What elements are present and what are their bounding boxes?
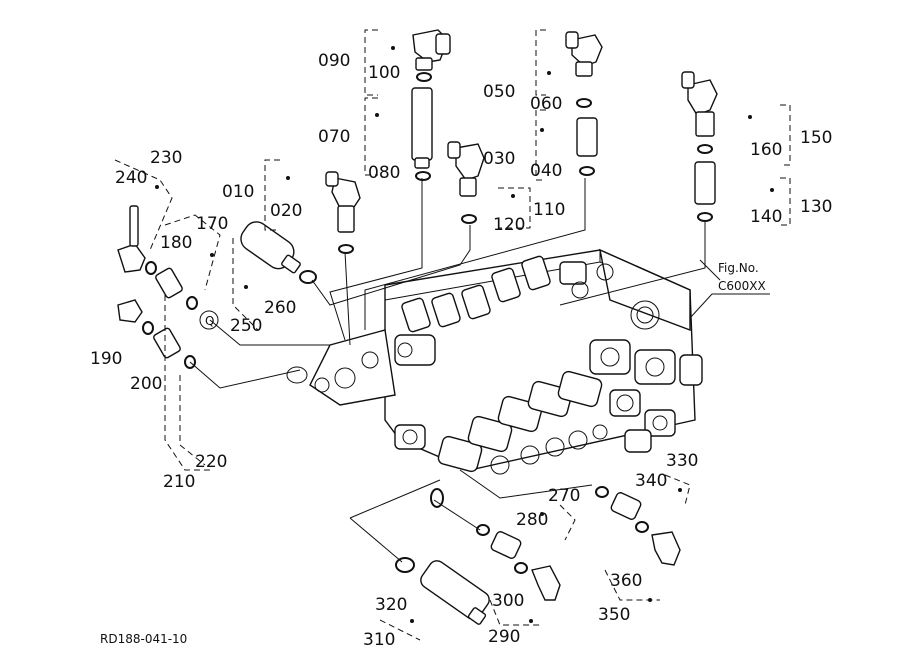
label-060: 060 <box>530 94 562 114</box>
o-ring-260 <box>299 270 317 284</box>
label-140: 140 <box>750 207 782 227</box>
o-ring-280 <box>476 524 490 536</box>
elbow-fitting-050 <box>547 31 603 77</box>
elbow-fitting-010 <box>286 171 361 233</box>
o-ring-300 <box>514 562 528 574</box>
label-320: 320 <box>375 595 407 615</box>
label-350: 350 <box>598 605 630 625</box>
reference-circle <box>199 310 219 330</box>
label-070: 070 <box>318 127 350 147</box>
label-250: 250 <box>230 316 262 336</box>
left-end-plate <box>286 329 436 450</box>
control-valve-body <box>286 248 703 475</box>
label-120: 120 <box>493 215 525 235</box>
o-ring-100 <box>416 72 432 82</box>
label-150: 150 <box>800 128 832 148</box>
label-080: 080 <box>368 163 400 183</box>
label-170: 170 <box>196 214 228 234</box>
adapter-130-body <box>694 161 774 205</box>
bottom-port-seal <box>430 488 444 508</box>
fitting-190 <box>117 299 143 323</box>
relief-valve-250 <box>240 221 301 289</box>
long-adapter-070 <box>375 87 433 169</box>
label-260: 260 <box>264 298 296 318</box>
o-ring-220 <box>184 355 196 369</box>
adapter-040-body <box>540 117 598 157</box>
label-210: 210 <box>163 472 195 492</box>
o-ring-340 <box>595 486 609 498</box>
label-220: 220 <box>195 452 227 472</box>
lower-spool-caps <box>437 370 608 475</box>
drawing-code: RD188-041-10 <box>100 632 187 646</box>
o-ring-080 <box>415 171 431 181</box>
elbow-fitting-240 <box>117 185 159 273</box>
leader-lines <box>189 178 721 563</box>
part-labels: 090 100 070 080 050 060 030 040 110 120 … <box>90 51 832 650</box>
label-340: 340 <box>635 471 667 491</box>
elbow-fitting-350 <box>648 531 681 602</box>
adapter-180 <box>155 253 214 299</box>
label-230: 230 <box>150 148 182 168</box>
label-290: 290 <box>488 627 520 647</box>
fig-no-value: C600XX <box>718 279 766 293</box>
o-ring-160 <box>697 144 713 154</box>
label-100: 100 <box>368 63 400 83</box>
elbow-fitting-290 <box>529 565 561 623</box>
o-ring-360 <box>635 521 649 533</box>
label-190: 190 <box>90 349 122 369</box>
label-180: 180 <box>160 233 192 253</box>
label-030: 030 <box>483 149 515 169</box>
o-ring-320 <box>395 557 415 573</box>
long-adapter-310 <box>410 560 490 625</box>
label-160: 160 <box>750 140 782 160</box>
o-ring-060 <box>576 98 592 108</box>
adapter-270 <box>490 512 544 559</box>
o-ring-230 <box>145 261 157 275</box>
adapter-210 <box>153 327 181 359</box>
o-ring-140 <box>697 212 713 222</box>
o-ring-040 <box>579 166 595 176</box>
o-ring-020 <box>338 244 354 254</box>
label-040: 040 <box>530 161 562 181</box>
elbow-fitting-150 <box>681 71 752 137</box>
fig-no-label: Fig.No. <box>718 261 759 275</box>
label-310: 310 <box>363 630 395 650</box>
side-spool-ends <box>589 339 703 453</box>
o-ring-200 <box>142 321 154 335</box>
elbow-fitting-030 <box>447 141 515 198</box>
label-300: 300 <box>492 591 524 611</box>
label-240: 240 <box>115 168 147 188</box>
reference-circle-label: Q <box>205 314 214 328</box>
label-130: 130 <box>800 197 832 217</box>
label-360: 360 <box>610 571 642 591</box>
elbow-fitting-090 <box>391 29 451 71</box>
label-110: 110 <box>533 200 565 220</box>
o-ring-120 <box>461 214 477 224</box>
label-270: 270 <box>548 486 580 506</box>
label-020: 020 <box>270 201 302 221</box>
upper-spool-caps <box>401 255 614 333</box>
o-ring-170 <box>186 296 198 310</box>
adapter-330 <box>610 488 682 520</box>
label-330: 330 <box>666 451 698 471</box>
label-090: 090 <box>318 51 350 71</box>
label-200: 200 <box>130 374 162 394</box>
label-010: 010 <box>222 182 254 202</box>
fig-no-callout: Fig.No. C600XX <box>689 261 770 319</box>
group-brackets <box>114 29 791 641</box>
label-280: 280 <box>516 510 548 530</box>
label-050: 050 <box>483 82 515 102</box>
